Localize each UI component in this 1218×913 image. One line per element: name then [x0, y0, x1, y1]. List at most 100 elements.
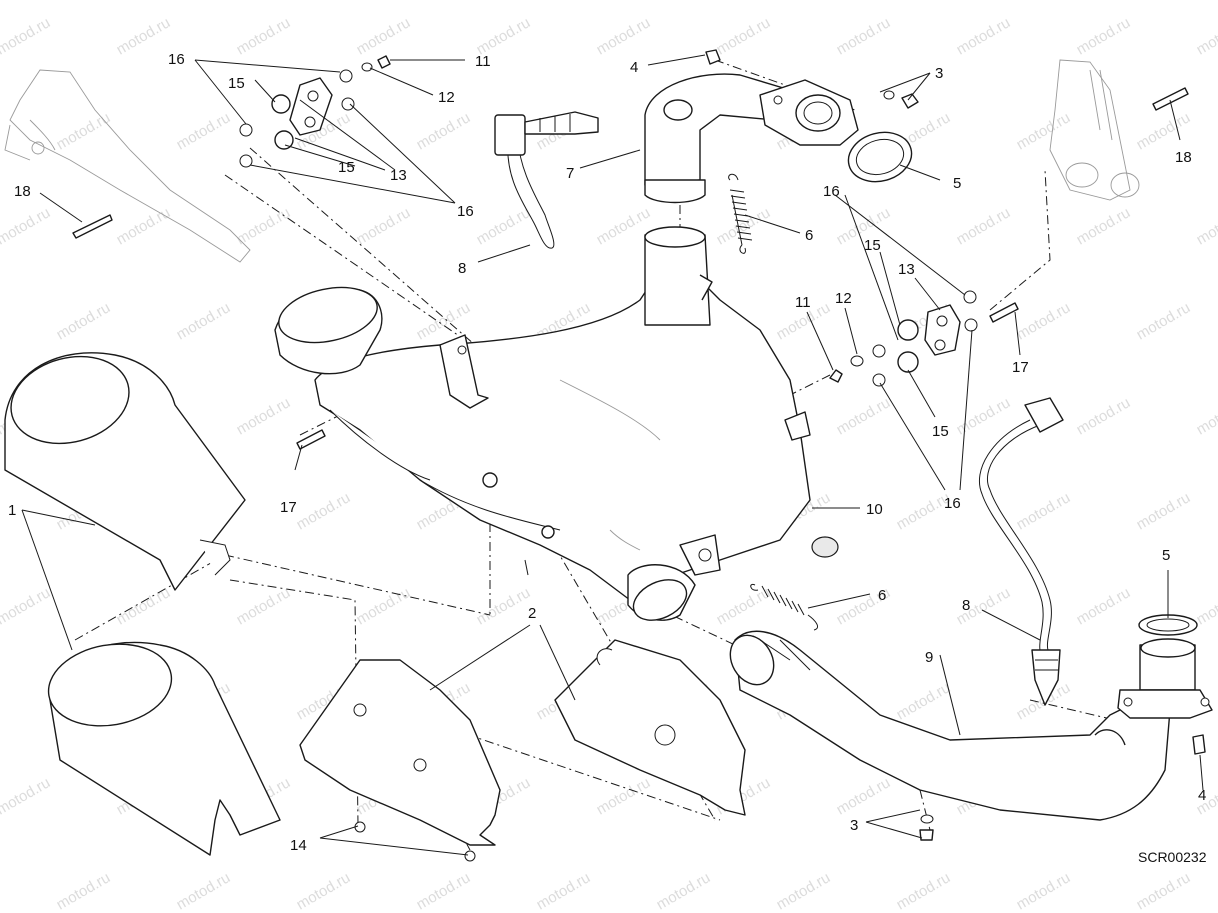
watermark-text: motod.ru — [834, 14, 894, 58]
exhaust-silencer — [314, 226, 811, 621]
watermark-text: motod.ru — [1134, 489, 1194, 533]
spring-upper — [728, 173, 753, 254]
watermark-text: motod.ru — [54, 109, 114, 153]
watermark-text: motod.ru — [0, 204, 53, 248]
callout-labels: 1 2 3 3 4 4 5 5 6 6 7 8 8 9 10 11 11 12 … — [8, 51, 1206, 854]
watermark-text: motod.ru — [1014, 299, 1074, 343]
watermark-text: motod.ru — [1074, 204, 1134, 248]
watermark-text: motod.ru — [1074, 394, 1134, 438]
fasteners — [354, 49, 1206, 862]
watermark-text: motod.ru — [1194, 14, 1218, 58]
callout-3-lower: 3 — [850, 817, 858, 834]
callout-12-left: 12 — [438, 89, 455, 106]
watermark-text: motod.ru — [534, 869, 594, 913]
callout-2: 2 — [528, 605, 536, 622]
watermark-text: motod.ru — [714, 14, 774, 58]
callout-7: 7 — [566, 165, 574, 182]
watermark-text: motod.ru — [954, 14, 1014, 58]
watermark-text: motod.ru — [474, 584, 534, 628]
watermark-text: motod.ru — [0, 14, 53, 58]
watermark-text: motod.ru — [0, 774, 53, 818]
callout-9: 9 — [925, 649, 933, 666]
bolts — [72, 87, 1189, 450]
callout-15-left: 15 — [338, 159, 355, 176]
callout-10: 10 — [866, 501, 883, 518]
watermark-text: motod.ru — [414, 109, 474, 153]
watermark-text: motod.ru — [1014, 489, 1074, 533]
mount-hardware-right — [829, 290, 978, 387]
drawing-code: SCR00232 — [1138, 849, 1207, 865]
watermark-text: motod.ru — [174, 299, 234, 343]
watermark-text: motod.ru — [294, 489, 354, 533]
front-elbow-pipe — [644, 73, 859, 204]
watermark-text: motod.ru — [1014, 869, 1074, 913]
callout-8-upper: 8 — [458, 260, 466, 277]
callout-16-top: 16 — [168, 51, 185, 68]
callout-6-lower: 6 — [878, 587, 886, 604]
watermark-text: motod.ru — [54, 869, 114, 913]
watermark-text: motod.ru — [1074, 584, 1134, 628]
lambda-sensor-upper — [494, 111, 599, 249]
watermark-text: motod.ru — [354, 204, 414, 248]
leader-lines — [21, 54, 1204, 856]
callout-16-lower: 16 — [944, 495, 961, 512]
callout-17-left: 17 — [280, 499, 297, 516]
watermark-text: motod.ru — [774, 869, 834, 913]
watermark-text: motod.ru — [114, 14, 174, 58]
watermark-text: motod.ru — [1134, 869, 1194, 913]
watermark-text: motod.ru — [654, 869, 714, 913]
watermark-text: motod.ru — [1194, 584, 1218, 628]
watermark-text: motod.ru — [1074, 14, 1134, 58]
callout-6-upper: 6 — [805, 227, 813, 244]
watermark-text: motod.ru — [954, 394, 1014, 438]
callout-18-right: 18 — [1175, 149, 1192, 166]
callout-4-upper: 4 — [630, 59, 638, 76]
silencer-cover-lower — [47, 641, 281, 856]
lambda-sensor-lower — [978, 397, 1064, 706]
callout-17-right: 17 — [1012, 359, 1029, 376]
watermark-text: motod.ru — [1194, 204, 1218, 248]
spring-lower — [750, 583, 818, 631]
watermark-text: motod.ru — [594, 774, 654, 818]
callout-1: 1 — [8, 502, 16, 519]
watermark-text: motod.ru — [834, 774, 894, 818]
watermark-text: motod.ru — [414, 869, 474, 913]
watermark-text: motod.ru — [234, 394, 294, 438]
callout-5-upper: 5 — [953, 175, 961, 192]
watermark-text: motod.ru — [834, 394, 894, 438]
watermark-text: motod.ru — [114, 204, 174, 248]
watermark-text: motod.ru — [1134, 299, 1194, 343]
watermark-text: motod.ru — [1014, 109, 1074, 153]
rear-exhaust-pipe — [729, 630, 1213, 821]
mount-hardware-left — [239, 55, 391, 168]
watermark-text: motod.ru — [594, 14, 654, 58]
watermark-text: motod.ru — [1134, 109, 1194, 153]
gasket-upper — [847, 131, 913, 183]
frame-bracket-left — [4, 69, 251, 263]
watermark-text: motod.ru — [474, 204, 534, 248]
watermark-text: motod.ru — [714, 204, 774, 248]
callout-11-left: 11 — [475, 53, 491, 70]
frame-bracket-right — [1049, 59, 1140, 201]
watermark-text: motod.ru — [354, 584, 414, 628]
silencer-inlet-cone — [274, 286, 383, 375]
callout-16-right: 16 — [823, 183, 840, 200]
callout-14: 14 — [290, 837, 307, 854]
callout-15-right: 15 — [864, 237, 881, 254]
watermark-text: motod.ru — [174, 869, 234, 913]
watermark-text: motod.ru — [54, 299, 114, 343]
watermark-text: motod.ru — [894, 679, 954, 723]
watermark-text: motod.ru — [294, 869, 354, 913]
callout-13-right: 13 — [898, 261, 915, 278]
watermark-text: motod.ru — [234, 204, 294, 248]
watermark-text: motod.ru — [0, 584, 53, 628]
watermark-text: motod.ru — [174, 109, 234, 153]
callout-18-left: 18 — [14, 183, 31, 200]
callout-4-lower: 4 — [1198, 787, 1206, 804]
watermark-text: motod.ru — [234, 14, 294, 58]
callout-16-left: 16 — [457, 203, 474, 220]
callout-13-left: 13 — [390, 167, 407, 184]
heat-shield-right — [554, 639, 746, 816]
